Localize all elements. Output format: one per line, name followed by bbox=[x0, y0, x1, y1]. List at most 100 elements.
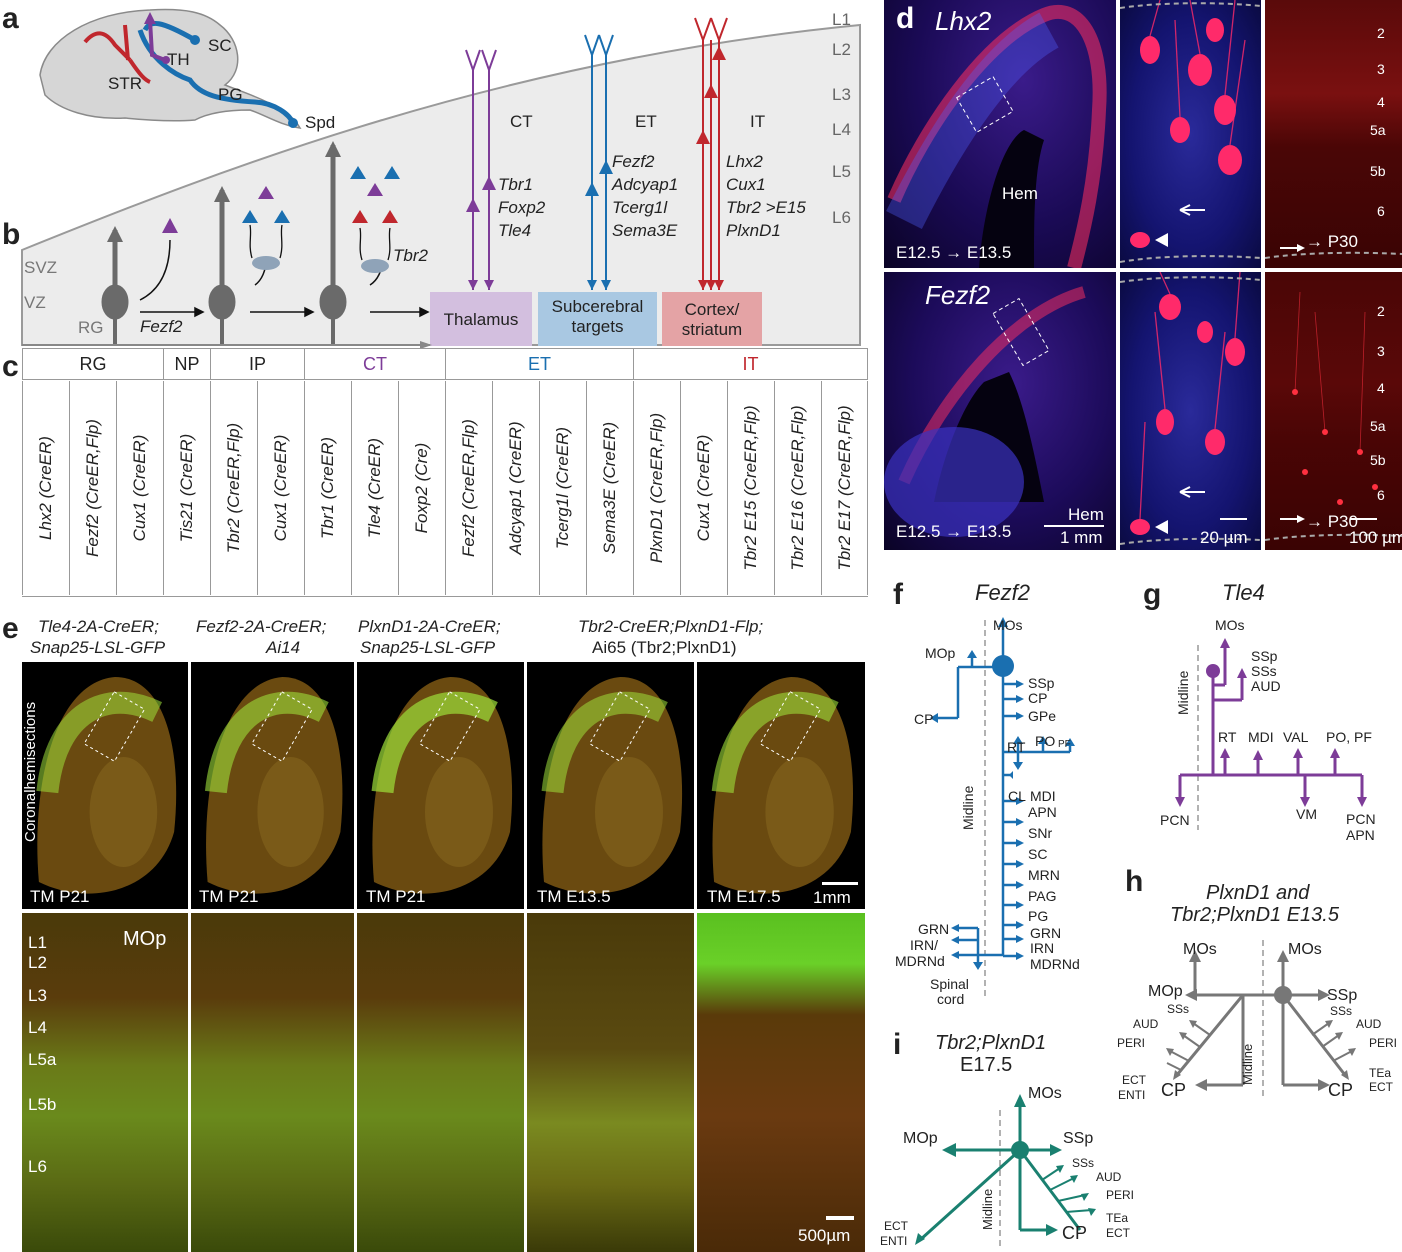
line-driver: (CreER) bbox=[694, 435, 713, 497]
lhx2-overview-image bbox=[884, 0, 1116, 268]
f-label-grn-left: GRN bbox=[918, 921, 949, 937]
panel-label-b: b bbox=[2, 218, 20, 252]
f-label-grn-right: GRN bbox=[1030, 925, 1061, 941]
i-label-mos: MOs bbox=[1028, 1085, 1062, 1103]
h-left-cp: CP bbox=[1161, 1080, 1186, 1101]
line-label: Adcyap1 (CreER) bbox=[506, 421, 526, 554]
i-title-2: E17.5 bbox=[960, 1054, 1012, 1077]
e-scale-1mm: 1mm bbox=[813, 888, 851, 908]
line-label: Cux1 (CreER) bbox=[130, 435, 150, 542]
e-coronal-sections bbox=[22, 662, 868, 909]
et-gene-4: Sema3E bbox=[612, 221, 677, 241]
f-label-mos: MOs bbox=[993, 617, 1023, 633]
h-right-cp: CP bbox=[1328, 1080, 1353, 1101]
g-label-rt: RT bbox=[1218, 729, 1236, 745]
i-label-peri: PERI bbox=[1106, 1188, 1134, 1202]
line-column: Tis21 (CreER) bbox=[163, 381, 210, 595]
i-label-cp: CP bbox=[1062, 1223, 1087, 1244]
f-label-cord: cord bbox=[937, 991, 964, 1007]
line-gene: Tbr2 bbox=[835, 536, 854, 571]
layer-l6: L6 bbox=[832, 208, 851, 228]
line-driver: (CreER) bbox=[553, 427, 572, 489]
i-label-mop: MOp bbox=[903, 1130, 938, 1148]
panel-label-e: e bbox=[2, 612, 19, 646]
e-tm-1: TM P21 bbox=[30, 887, 90, 907]
h-right-ssp: SSp bbox=[1327, 987, 1357, 1005]
coronal-section-image bbox=[697, 662, 865, 909]
d-layer-5a-top: 5a bbox=[1370, 122, 1386, 138]
g-label-sss: SSs bbox=[1251, 663, 1277, 679]
layer-l3: L3 bbox=[832, 85, 851, 105]
line-gene: Cux1 bbox=[130, 502, 149, 542]
f-label-spinal: Spinal bbox=[930, 976, 969, 992]
line-gene: Sema3E bbox=[600, 489, 619, 554]
d-layer-4-bot: 4 bbox=[1377, 380, 1385, 396]
f-label-cl: CL bbox=[1008, 788, 1026, 804]
d-layer-6-top: 6 bbox=[1377, 203, 1385, 219]
line-label: Fezf2 (CreER,Flp) bbox=[83, 419, 103, 557]
panel-label-g: g bbox=[1143, 578, 1161, 612]
line-driver: (CreER,Flp) bbox=[224, 423, 243, 514]
target-subcerebral: Subcerebral targets bbox=[538, 297, 657, 337]
line-label: Tbr2 E17 (CreER,Flp) bbox=[835, 405, 855, 570]
line-driver: (CreER,Flp) bbox=[83, 419, 102, 510]
line-column: Tle4 (CreER) bbox=[351, 381, 398, 595]
i-label-tea: TEa bbox=[1106, 1211, 1128, 1225]
line-driver: (CreER) bbox=[177, 434, 196, 496]
line-gene: Adcyap1 bbox=[506, 488, 525, 554]
ct-gene-1: Tbr1 bbox=[498, 175, 533, 195]
group-ct: CT bbox=[304, 349, 445, 379]
group-rg: RG bbox=[22, 349, 163, 379]
e-cortex-zoom-sections bbox=[22, 913, 868, 1252]
coronal-section-image bbox=[22, 662, 188, 909]
group-np: NP bbox=[163, 349, 210, 379]
line-label: Tbr1 (CreER) bbox=[318, 437, 338, 539]
h-title-2: Tbr2;PlxnD1 E13.5 bbox=[1170, 904, 1339, 927]
line-driver: (CreER,Flp) bbox=[459, 419, 478, 510]
ct-gene-2: Foxp2 bbox=[498, 198, 545, 218]
zone-svz: SVZ bbox=[24, 258, 57, 278]
e-layer-l5a: L5a bbox=[28, 1050, 56, 1070]
et-gene-1: Fezf2 bbox=[612, 152, 655, 172]
g-midline: Midline bbox=[1175, 671, 1191, 715]
e-tm-4: TM E13.5 bbox=[537, 887, 611, 907]
h-midline: Midline bbox=[1240, 1044, 1255, 1085]
layer-l4: L4 bbox=[832, 120, 851, 140]
e-header-3-line2: Snap25-LSL-GFP bbox=[360, 638, 495, 658]
d-scale-100um: 100 µm bbox=[1349, 528, 1402, 548]
i-title-1: Tbr2;PlxnD1 bbox=[935, 1032, 1046, 1055]
line-column: PlxnD1 (CreER,Flp) bbox=[633, 381, 680, 595]
g-label-mdi: MDI bbox=[1248, 729, 1274, 745]
line-label: Cux1 (CreER) bbox=[694, 435, 714, 542]
h-right-aud: AUD bbox=[1356, 1017, 1381, 1031]
d-scale-20um: 20 µm bbox=[1200, 528, 1248, 548]
e-tm-5: TM E17.5 bbox=[707, 887, 781, 907]
region-pg: PG bbox=[218, 85, 243, 105]
h-left-peri: PERI bbox=[1117, 1036, 1145, 1050]
h-right-tea: TEa bbox=[1369, 1066, 1391, 1080]
line-label: Sema3E (CreER) bbox=[600, 422, 620, 554]
g-label-pcn-right: PCN bbox=[1346, 811, 1376, 827]
it-gene-1: Lhx2 bbox=[726, 152, 763, 172]
group-ip: IP bbox=[210, 349, 304, 379]
d-p30-1: → P30 bbox=[1306, 232, 1358, 252]
g-label-apn: APN bbox=[1346, 827, 1375, 843]
e-tm-2: TM P21 bbox=[199, 887, 259, 907]
line-label: Tbr2 (CreER,Flp) bbox=[224, 423, 244, 553]
line-gene: Tle4 bbox=[365, 505, 384, 538]
g-label-popf: PO, PF bbox=[1326, 729, 1372, 745]
f-label-mdi: MDI bbox=[1030, 788, 1056, 804]
g-title: Tle4 bbox=[1222, 580, 1265, 606]
h-right-ect: ECT bbox=[1369, 1080, 1393, 1094]
panel-label-d: d bbox=[896, 2, 914, 36]
e-tm-3: TM P21 bbox=[366, 887, 426, 907]
line-driver: (CreER) bbox=[600, 422, 619, 484]
h-right-sss: SSs bbox=[1330, 1004, 1352, 1018]
e-layer-l4: L4 bbox=[28, 1018, 47, 1038]
line-column: Lhx2 (CreER) bbox=[22, 381, 69, 595]
f-label-pag: PAG bbox=[1028, 888, 1057, 904]
cortex-zoom-image bbox=[191, 913, 354, 1252]
e-layer-l1: L1 bbox=[28, 933, 47, 953]
d-layer-3-top: 3 bbox=[1377, 61, 1385, 77]
f-label-rt: RT bbox=[1007, 739, 1025, 755]
